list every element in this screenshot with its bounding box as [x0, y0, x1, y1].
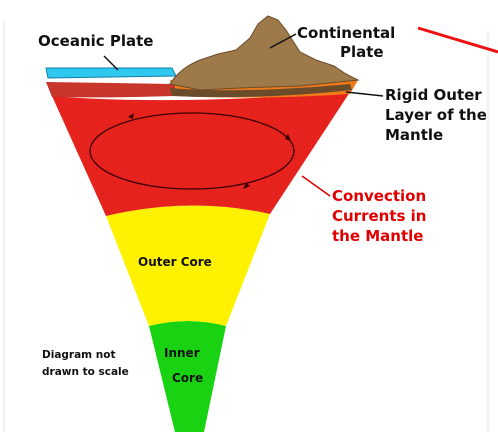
pointer-line — [418, 28, 498, 52]
label-continental-plate-line2: Plate — [340, 43, 384, 61]
label-continental-plate-line1: Continental — [297, 24, 395, 42]
label-rigid-outer-line3: Mantle — [385, 126, 443, 144]
oceanic-plate-shape — [46, 68, 176, 78]
label-convection-line3: the Mantle — [332, 227, 423, 245]
label-scale-note-line2: drawn to scale — [42, 366, 129, 378]
label-rigid-outer-line2: Layer of the — [385, 106, 487, 124]
label-rigid-outer-line1: Rigid Outer — [385, 86, 482, 104]
label-inner-core-line2: Core — [172, 371, 203, 385]
label-oceanic-plate: Oceanic Plate — [38, 32, 153, 50]
label-inner-core-line1: Inner — [164, 346, 200, 360]
label-scale-note-line1: Diagram not — [42, 349, 116, 361]
label-convection-line2: Currents in — [332, 207, 426, 225]
label-outer-core: Outer Core — [138, 255, 212, 269]
label-convection-line1: Convection — [332, 187, 426, 205]
